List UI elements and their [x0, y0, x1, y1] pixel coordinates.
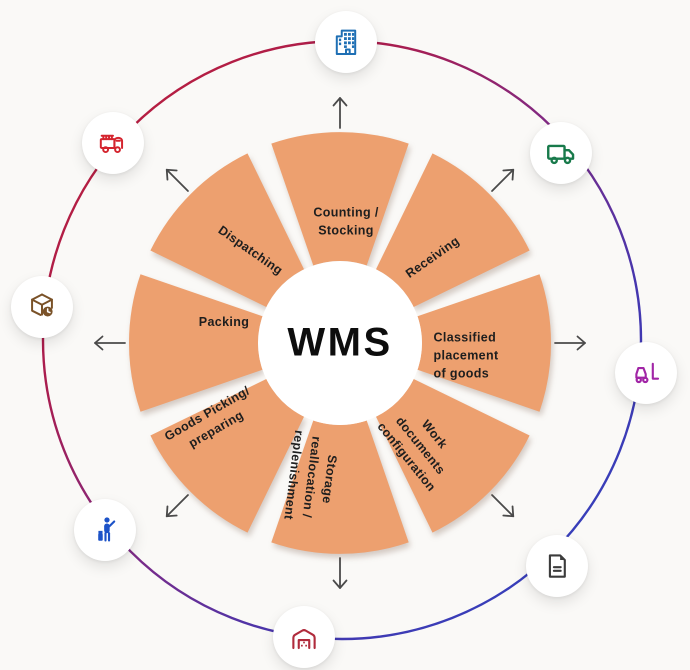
arrow-left: [94, 335, 126, 351]
arrow-down-right: [491, 494, 515, 518]
icon-badge-delivery-truck: [530, 122, 592, 184]
fire-truck-icon: [99, 134, 124, 154]
icon-badge-document: [526, 535, 588, 597]
segment-classified-placement: [417, 274, 551, 412]
icon-badge-fire-truck: [82, 112, 144, 174]
diagram-title: WMS: [287, 320, 393, 365]
segment-packing: [129, 274, 263, 412]
arrow-up-left: [165, 168, 189, 192]
document-icon: [548, 554, 566, 578]
arrow-up-right: [491, 168, 515, 192]
forklift-icon: [635, 362, 660, 384]
segment-storage-reallocation: [271, 420, 409, 554]
icon-badge-office-building: [315, 11, 377, 73]
segment-counting-stocking: [271, 132, 409, 266]
arrow-right: [554, 335, 586, 351]
arrow-up: [332, 97, 348, 129]
icon-badge-worker: [74, 499, 136, 561]
segment-dispatching: [150, 153, 304, 307]
delivery-truck-icon: [547, 144, 575, 165]
segment-work-documents: [376, 379, 530, 533]
outward-arrows: [94, 97, 586, 589]
icon-badge-forklift: [615, 342, 677, 404]
arrow-down-left: [165, 494, 189, 518]
worker-icon: [98, 517, 116, 542]
segment-receiving: [376, 153, 530, 307]
wheel-segments: [129, 132, 551, 554]
icon-badge-shipping-box-clock: [11, 276, 73, 338]
office-building-icon: [335, 29, 357, 56]
shipping-box-clock-icon: [31, 293, 53, 317]
arrow-down: [332, 557, 348, 589]
icon-badge-warehouse: [273, 606, 335, 668]
wheel-center-disc: [258, 261, 422, 425]
segment-goods-picking: [150, 379, 304, 533]
warehouse-icon: [292, 629, 316, 650]
